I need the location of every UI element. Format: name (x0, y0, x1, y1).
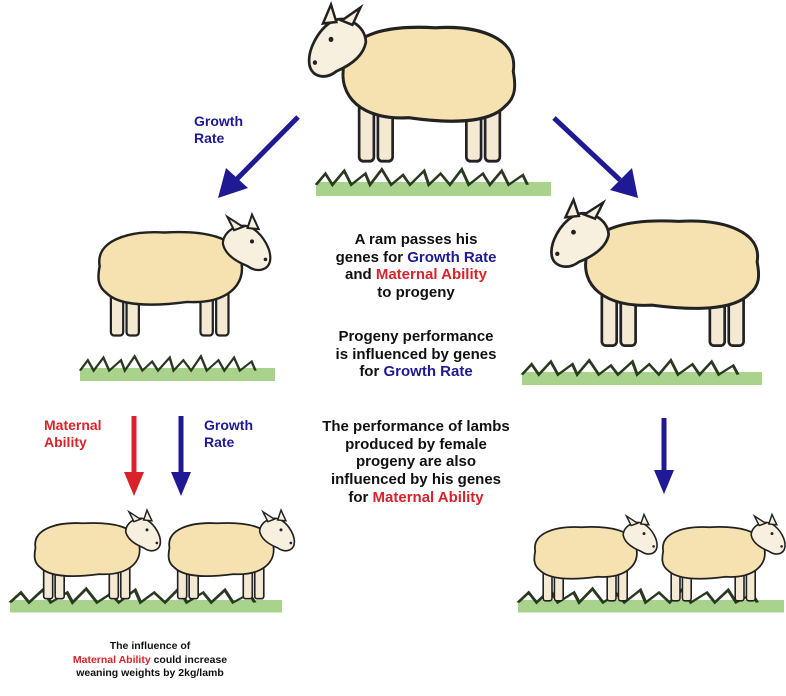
ram-illustration (309, 5, 551, 196)
lambs-statement-line4: influenced by his genes (306, 471, 526, 489)
lambs-statement-maternal-ability: Maternal Ability (373, 489, 484, 506)
lambs-statement-line5: for Maternal Ability (306, 489, 526, 507)
arrow-growth-rate-lambs-right (654, 418, 674, 494)
lambs-right (518, 514, 785, 612)
footnote-maternal-ability: Maternal Ability (73, 654, 151, 666)
footnote-line2-suffix: could increase (151, 654, 227, 666)
growth-rate-label-left: Growth Rate (204, 417, 253, 450)
ram-statement-line1: A ram passes his (318, 231, 514, 249)
progeny-statement-line3-prefix: for (359, 363, 383, 380)
progeny-statement-line1: Progeny performance (318, 328, 514, 346)
growth-rate-label-top-line2: Rate (194, 130, 243, 147)
lambs-left (10, 510, 294, 612)
growth-rate-label-top-line1: Growth (194, 113, 243, 130)
growth-rate-label-left-line2: Rate (204, 434, 253, 451)
lambs-statement-line5-prefix: for (348, 489, 372, 506)
footnote-line2: Maternal Ability could increase (40, 654, 260, 668)
arrow-growth-rate-right (554, 118, 638, 198)
progeny-sheep-right (522, 200, 762, 385)
ram-statement-growth-rate: Growth Rate (407, 249, 496, 266)
ram-statement-line2: genes for Growth Rate (318, 249, 514, 267)
growth-rate-label-left-line1: Growth (204, 417, 253, 434)
lambs-statement-line3: progeny are also (306, 453, 526, 471)
progeny-statement: Progeny performance is influenced by gen… (318, 328, 514, 381)
lambs-statement-line2: produced by female (306, 436, 526, 454)
ram-statement-line4: to progeny (318, 284, 514, 302)
progeny-sheep-left (80, 215, 275, 381)
footnote: The influence of Maternal Ability could … (40, 640, 260, 681)
maternal-ability-label-line2: Ability (44, 434, 102, 451)
progeny-statement-line3: for Growth Rate (318, 363, 514, 381)
ram-statement-maternal-ability: Maternal Ability (376, 266, 487, 283)
maternal-ability-label-line1: Maternal (44, 417, 102, 434)
progeny-statement-line2: is influenced by genes (318, 346, 514, 364)
progeny-statement-growth-rate: Growth Rate (383, 363, 472, 380)
footnote-line1: The influence of (40, 640, 260, 654)
arrow-maternal-ability (124, 416, 144, 496)
ram-statement-line3-prefix: and (345, 266, 376, 283)
ram-statement: A ram passes his genes for Growth Rate a… (318, 231, 514, 302)
ram-statement-line2-prefix: genes for (336, 249, 408, 266)
lambs-statement: The performance of lambs produced by fem… (306, 418, 526, 506)
ram-statement-line3: and Maternal Ability (318, 266, 514, 284)
maternal-ability-label: Maternal Ability (44, 417, 102, 450)
lambs-statement-line1: The performance of lambs (306, 418, 526, 436)
growth-rate-label-top: Growth Rate (194, 113, 243, 146)
arrow-growth-rate-lambs-left (171, 416, 191, 496)
footnote-line3: weaning weights by 2kg/lamb (40, 667, 260, 681)
